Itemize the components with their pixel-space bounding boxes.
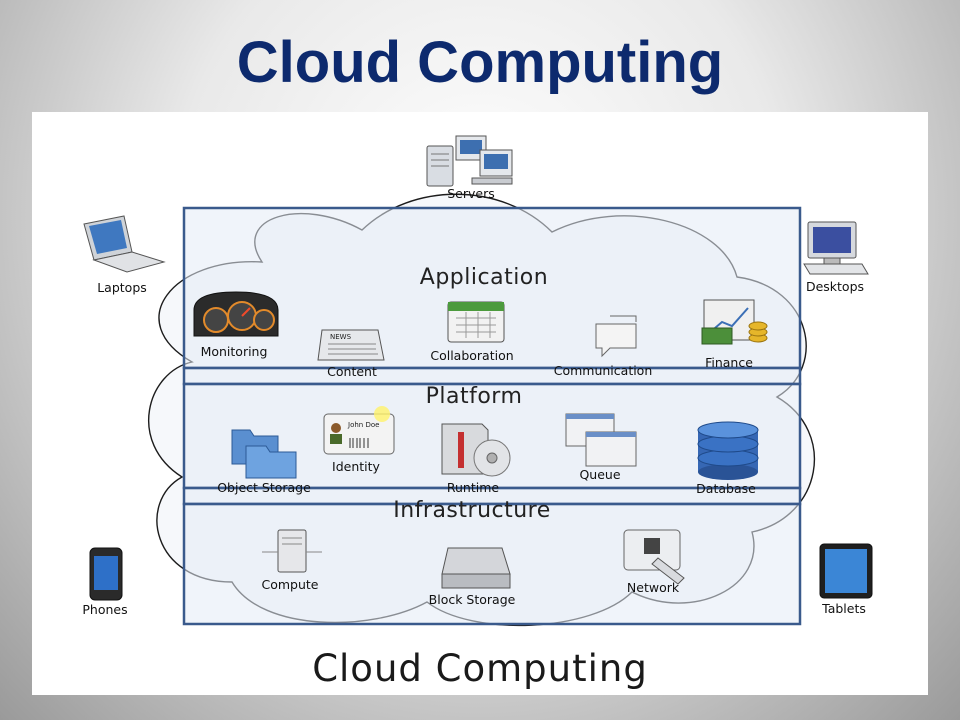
communication-icon <box>595 315 637 358</box>
network-label: Network <box>626 580 680 595</box>
queue-label: Queue <box>579 467 621 482</box>
cloud-diagram: NEWS <box>83 135 873 627</box>
queue-icon <box>565 413 637 467</box>
collaboration-icon <box>447 301 505 343</box>
communication-label: Communication <box>553 363 653 378</box>
finance-icon <box>701 299 768 345</box>
tablets-icon <box>819 543 873 599</box>
database-label: Database <box>696 481 756 496</box>
monitoring-icon <box>193 291 279 337</box>
object-storage-icon <box>231 429 297 479</box>
news-label: NEWS <box>330 333 352 341</box>
object-storage-label: Object Storage <box>217 480 311 495</box>
application-layer-title: Application <box>419 265 549 290</box>
layer-separator-box-1 <box>182 366 802 386</box>
block-storage-icon <box>441 547 511 589</box>
block-storage-label: Block Storage <box>428 592 516 607</box>
compute-icon <box>262 529 322 573</box>
collaboration-label: Collaboration <box>430 348 514 363</box>
identity-label: Identity <box>332 459 380 474</box>
monitoring-label: Monitoring <box>200 344 268 359</box>
diagram-footer-title: Cloud Computing <box>312 647 648 690</box>
servers-icon <box>426 135 513 187</box>
content-label: Content <box>327 364 377 379</box>
identity-card-name: John Doe <box>347 421 379 429</box>
diagram-panel: NEWS <box>32 112 928 695</box>
runtime-label: Runtime <box>446 480 500 495</box>
servers-label: Servers <box>447 186 495 201</box>
phones-label: Phones <box>82 602 128 617</box>
laptops-label: Laptops <box>97 280 147 295</box>
identity-icon: John Doe <box>323 406 395 455</box>
slide-title: Cloud Computing <box>236 30 724 95</box>
laptops-icon <box>83 215 166 273</box>
desktops-icon <box>803 221 869 275</box>
platform-layer-title: Platform <box>425 384 523 409</box>
phones-icon <box>89 547 123 601</box>
content-icon: NEWS <box>317 329 385 361</box>
network-icon <box>623 529 685 585</box>
runtime-icon <box>441 423 511 477</box>
desktops-label: Desktops <box>805 279 865 294</box>
finance-label: Finance <box>705 355 753 370</box>
database-icon <box>697 421 759 480</box>
compute-label: Compute <box>261 577 319 592</box>
tablets-label: Tablets <box>822 601 866 616</box>
infrastructure-layer-title: Infrastructure <box>393 498 551 523</box>
